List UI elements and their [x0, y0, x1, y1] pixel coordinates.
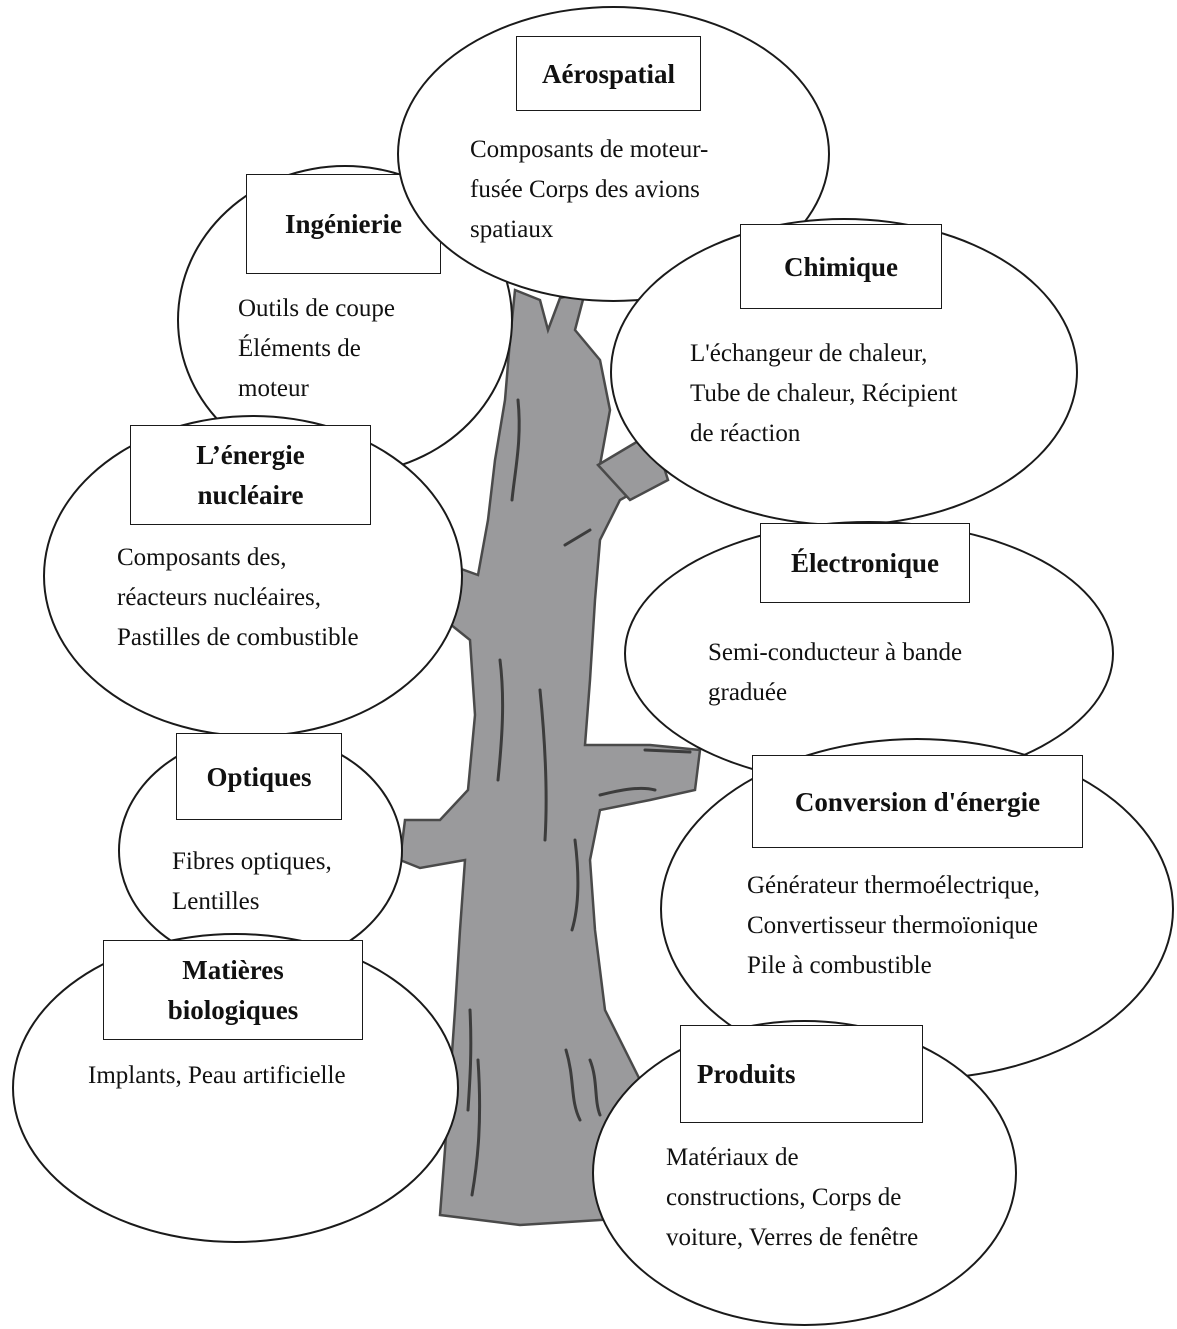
node-energie-nucleaire-text: Composants des, réacteurs nucléaires, Pa…	[117, 544, 359, 651]
node-matieres-biologiques-title: Matières biologiques	[103, 940, 363, 1040]
node-chimique-title: Chimique	[740, 224, 942, 309]
node-optiques-text: Fibres optiques, Lentilles	[172, 848, 332, 915]
node-conversion-energie-text: Générateur thermoélectrique, Convertisse…	[747, 872, 1040, 979]
node-aerospatial-title: Aérospatial	[516, 36, 701, 111]
node-produits-title: Produits	[680, 1025, 923, 1123]
node-conversion-energie-title: Conversion d'énergie	[752, 755, 1083, 848]
node-aerospatial-text: Composants de moteur- fusée Corps des av…	[470, 136, 709, 243]
node-ingenierie-text: Outils de coupe Éléments de moteur	[238, 295, 395, 402]
node-electronique-text: Semi-conducteur à bande graduée	[708, 639, 963, 706]
node-energie-nucleaire-title: L’énergie nucléaire	[130, 425, 371, 525]
node-electronique-title: Électronique	[760, 523, 970, 603]
node-chimique-text: L'échangeur de chaleur, Tube de chaleur,…	[690, 340, 958, 447]
node-matieres-biologiques-text: Implants, Peau artificielle	[88, 1062, 346, 1089]
node-produits-text: Matériaux de constructions, Corps de voi…	[666, 1144, 919, 1251]
bark-lines	[466, 398, 692, 1197]
node-optiques-title: Optiques	[176, 733, 342, 820]
